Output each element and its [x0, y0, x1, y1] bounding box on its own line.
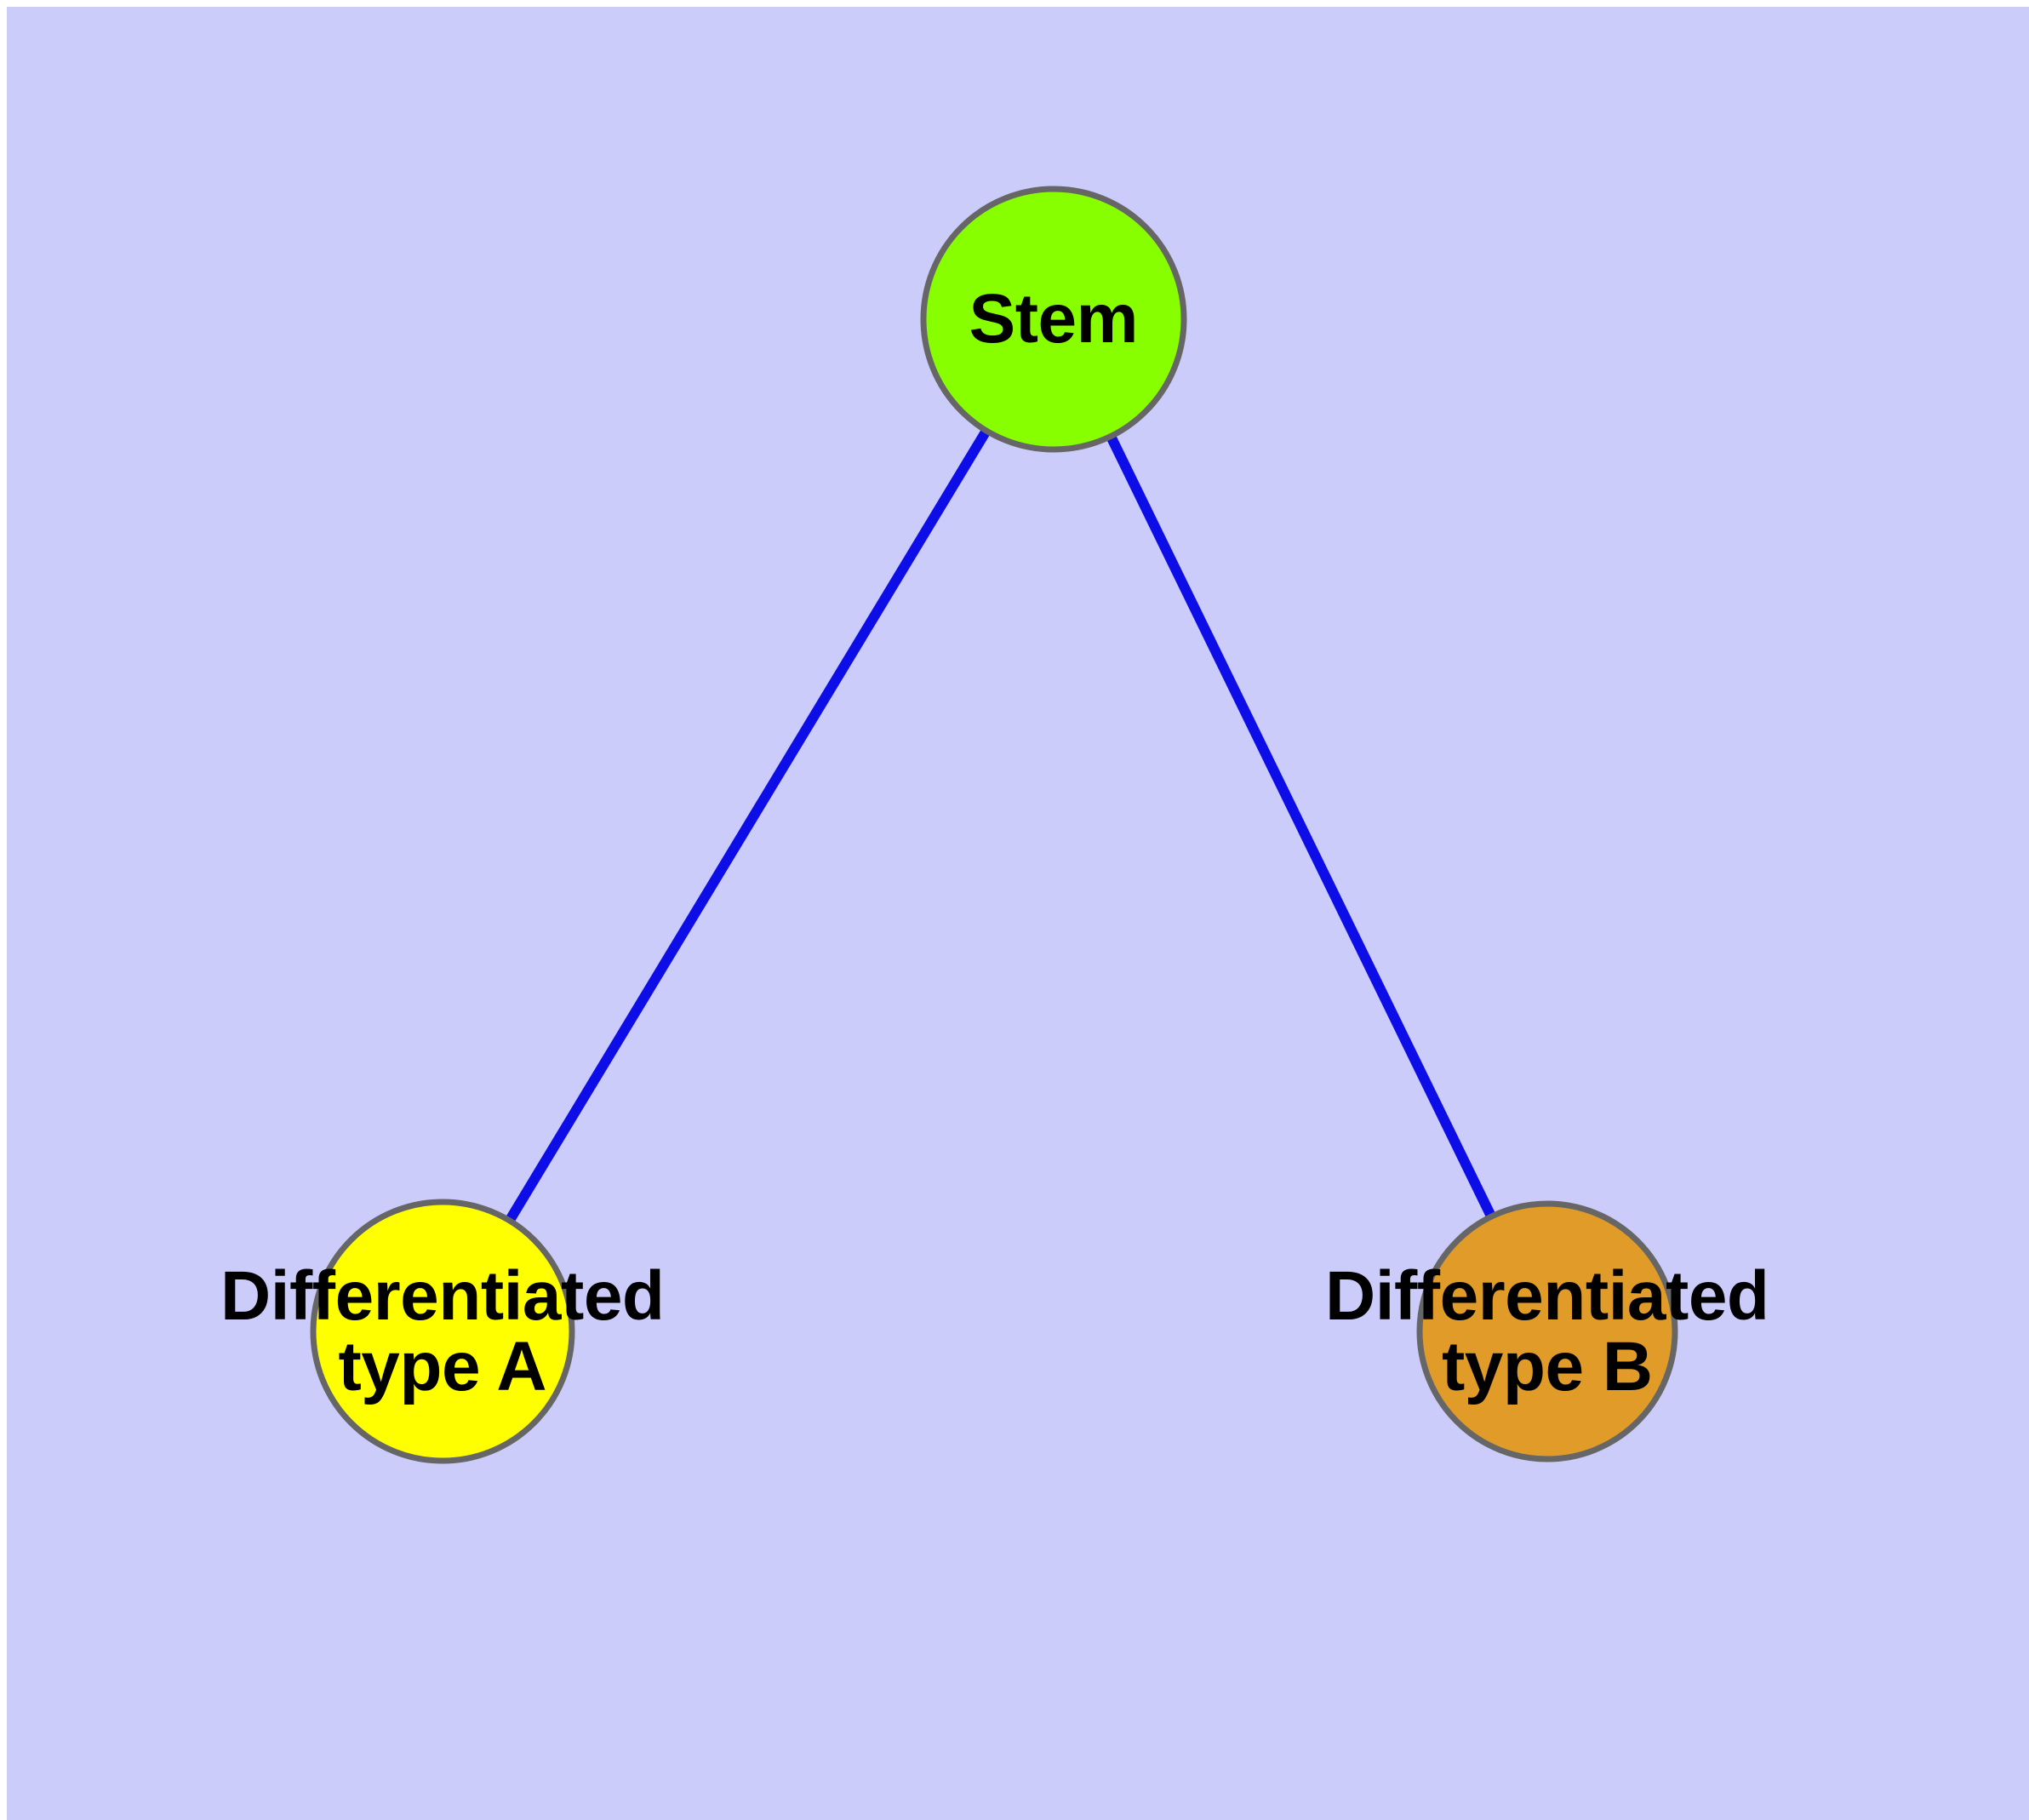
- edge-layer: [437, 316, 1552, 1335]
- node-layer: [310, 186, 1678, 1464]
- graph-node-stem[interactable]: [920, 186, 1187, 453]
- graph-edge-stem-diff_a: [437, 316, 1059, 1335]
- graph-node-diff_a[interactable]: [310, 1199, 575, 1464]
- graph-node-diff_b[interactable]: [1416, 1200, 1678, 1462]
- graph-edge-stem-diff_b: [1049, 317, 1552, 1334]
